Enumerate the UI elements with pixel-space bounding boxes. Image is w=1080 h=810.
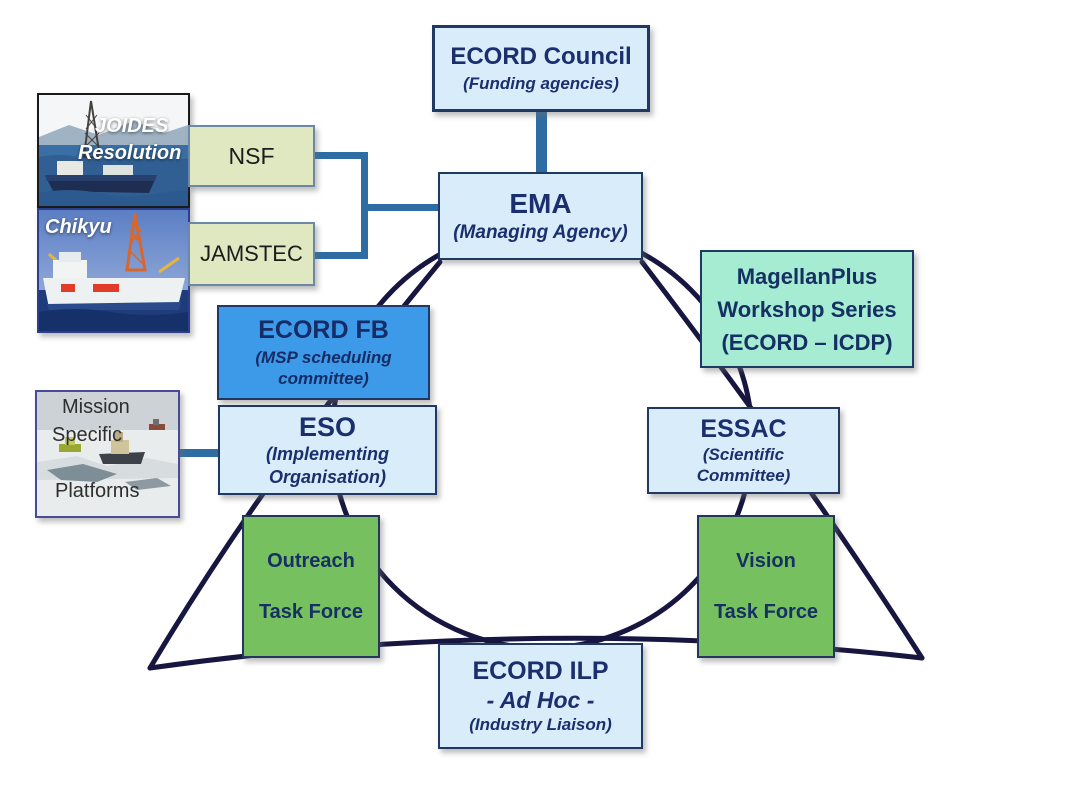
node-essac: ESSAC (Scientific Committee) [647, 407, 840, 494]
connector-jamstec-stub [311, 252, 365, 259]
msp-caption-line2: Specific [52, 424, 123, 446]
msp-caption-line1: Mission [62, 396, 130, 418]
node-magellanplus: MagellanPlus Workshop Series (ECORD – IC… [700, 250, 914, 368]
vision-line1: Vision [736, 549, 796, 572]
ilp-sub1: - Ad Hoc - [486, 687, 595, 713]
node-eso: ESO (Implementing Organisation) [218, 405, 437, 495]
magellan-line3: (ECORD – ICDP) [721, 329, 893, 355]
ema-subtitle: (Managing Agency) [453, 222, 628, 243]
essac-sub2: Committee) [696, 466, 791, 485]
node-ema: EMA (Managing Agency) [438, 172, 643, 260]
node-vision-task-force: Vision Task Force [697, 515, 835, 658]
council-title: ECORD Council [450, 43, 632, 70]
joides-ship-art [39, 95, 188, 206]
magellan-line2: Workshop Series [717, 296, 897, 322]
vision-line2: Task Force [713, 600, 819, 623]
msp-photo [35, 390, 180, 518]
jamstec-label: JAMSTEC [200, 241, 303, 266]
council-subtitle: (Funding agencies) [463, 74, 619, 93]
node-nsf: NSF [188, 125, 315, 187]
ecord-fb-sub1: (MSP scheduling [255, 347, 392, 367]
node-jamstec: JAMSTEC [188, 222, 315, 286]
node-ecord-ilp: ECORD ILP - Ad Hoc - (Industry Liaison) [438, 643, 643, 749]
magellan-line1: MagellanPlus [736, 263, 878, 289]
chikyu-ship-art [39, 210, 188, 331]
msp-art [37, 392, 178, 516]
joides-resolution-photo [37, 93, 190, 208]
node-ecord-council: ECORD Council (Funding agencies) [432, 25, 650, 112]
essac-sub1: (Scientific [702, 444, 785, 464]
ema-title: EMA [509, 188, 572, 219]
connector-council-ema [536, 110, 547, 174]
eso-sub2: Organisation) [268, 466, 386, 487]
outreach-line1: Outreach [267, 549, 355, 572]
msp-caption-line3: Platforms [55, 480, 140, 502]
node-ecord-fb: ECORD FB (MSP scheduling committee) [217, 305, 430, 400]
connector-bracket-bar [361, 152, 368, 259]
nsf-label: NSF [228, 142, 275, 169]
outreach-line2: Task Force [258, 600, 364, 623]
joides-caption-line2: Resolution [78, 142, 182, 164]
connector-nsf-stub [313, 152, 365, 159]
eso-sub1: (Implementing [265, 444, 389, 464]
chikyu-caption: Chikyu [45, 216, 112, 238]
essac-title: ESSAC [700, 414, 787, 443]
joides-caption-line1: JOIDES [95, 115, 169, 137]
ecord-fb-title: ECORD FB [258, 315, 389, 344]
ecord-fb-sub2: committee) [278, 369, 369, 388]
node-outreach-task-force: Outreach Task Force [242, 515, 380, 658]
ilp-sub2: (Industry Liaison) [469, 715, 612, 734]
eso-title: ESO [298, 412, 357, 442]
connector-msp-eso [176, 449, 220, 457]
connector-bracket-ema [365, 204, 440, 211]
ilp-title: ECORD ILP [472, 657, 609, 685]
